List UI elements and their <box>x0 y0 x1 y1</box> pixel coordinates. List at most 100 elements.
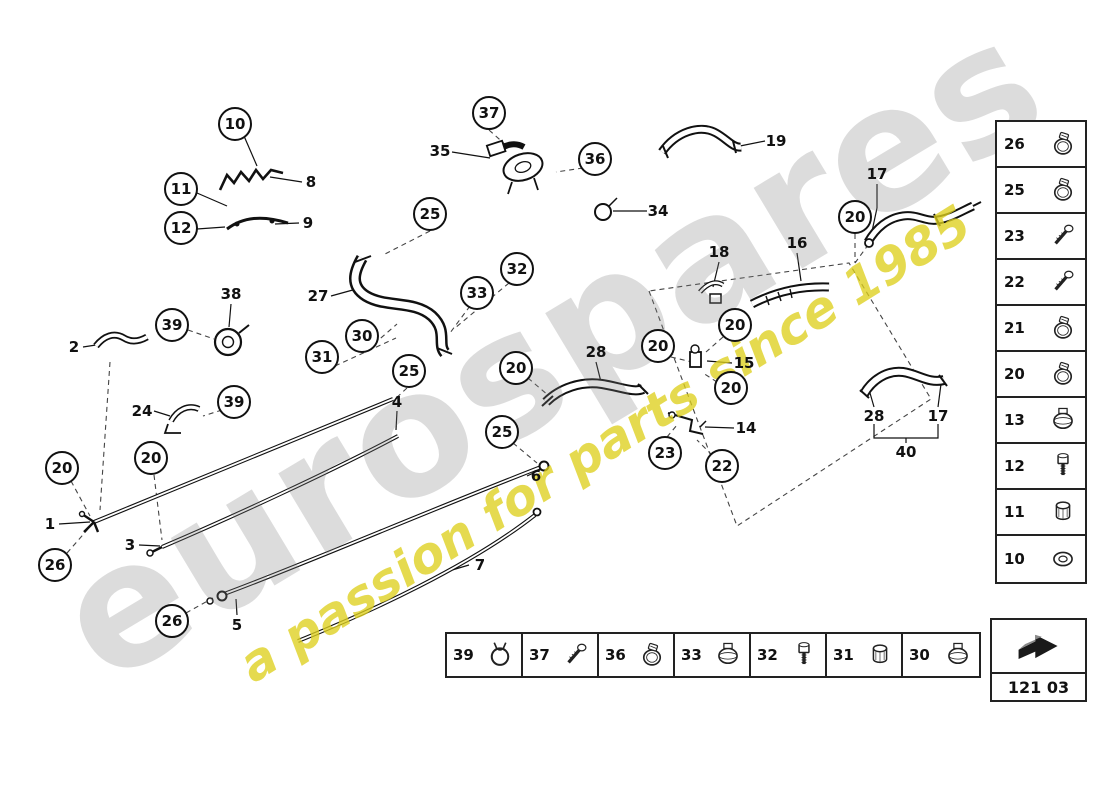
part-callout-25[interactable]: 25 <box>485 415 519 449</box>
part-label-16[interactable]: 16 <box>786 234 808 252</box>
sidebar-part-row-20[interactable]: 20 <box>997 352 1085 398</box>
part-label-38[interactable]: 38 <box>220 285 242 303</box>
sidebar-part-row-13[interactable]: 13 <box>997 398 1085 444</box>
part-number-label: 13 <box>1004 411 1025 429</box>
part-callout-37[interactable]: 37 <box>472 96 506 130</box>
part-callout-30[interactable]: 30 <box>345 319 379 353</box>
sidebar-part-row-23[interactable]: 23 <box>997 214 1085 260</box>
sidebar-part-row-25[interactable]: 25 <box>997 168 1085 214</box>
part-callout-33[interactable]: 33 <box>460 276 494 310</box>
part-label-19[interactable]: 19 <box>765 132 787 150</box>
bracket-8 <box>218 167 284 191</box>
part-callout-32[interactable]: 32 <box>500 252 534 286</box>
part-callout-12[interactable]: 12 <box>164 211 198 245</box>
part-label-5[interactable]: 5 <box>231 616 243 634</box>
pipe-7 <box>297 507 542 643</box>
part-callout-20[interactable]: 20 <box>499 351 533 385</box>
part-callout-31[interactable]: 31 <box>305 340 339 374</box>
hose-16 <box>749 282 830 309</box>
part-callout-26[interactable]: 26 <box>38 548 72 582</box>
spring-clamp-icon <box>485 639 515 671</box>
sidebar-part-row-21[interactable]: 21 <box>997 306 1085 352</box>
legend-part-cell-32[interactable]: 32 <box>751 634 827 676</box>
part-label-27[interactable]: 27 <box>307 287 329 305</box>
part-number-label: 31 <box>833 646 854 664</box>
part-label-17[interactable]: 17 <box>866 165 888 183</box>
part-label-4[interactable]: 4 <box>391 393 403 411</box>
part-label-17[interactable]: 17 <box>927 407 949 425</box>
part-label-1[interactable]: 1 <box>44 515 56 533</box>
part-label-14[interactable]: 14 <box>735 419 757 437</box>
part-callout-20[interactable]: 20 <box>641 329 675 363</box>
part-number-label: 26 <box>1004 135 1025 153</box>
screw-icon <box>1048 220 1078 252</box>
part-callout-11[interactable]: 11 <box>164 172 198 206</box>
part-callout-20[interactable]: 20 <box>45 451 79 485</box>
hose-17-top <box>864 201 982 248</box>
part-label-8[interactable]: 8 <box>305 173 317 191</box>
bolt-icon <box>1048 450 1078 482</box>
valve-15 <box>689 344 702 368</box>
part-label-3[interactable]: 3 <box>124 536 136 554</box>
sidebar-part-row-10[interactable]: 10 <box>997 536 1085 582</box>
hose-28-mid <box>541 378 649 407</box>
part-callout-39[interactable]: 39 <box>155 308 189 342</box>
part-number-label: 23 <box>1004 227 1025 245</box>
part-callout-20[interactable]: 20 <box>714 371 748 405</box>
hose-clamp-icon <box>1048 174 1078 206</box>
sidebar-part-row-26[interactable]: 26 <box>997 122 1085 168</box>
part-callout-20[interactable]: 20 <box>718 308 752 342</box>
part-label-18[interactable]: 18 <box>708 243 730 261</box>
legend-part-cell-36[interactable]: 36 <box>599 634 675 676</box>
bracket-14 <box>667 411 707 435</box>
part-label-6[interactable]: 6 <box>530 467 542 485</box>
thermostat-38 <box>213 324 250 357</box>
part-label-35[interactable]: 35 <box>429 142 451 160</box>
legend-part-cell-39[interactable]: 39 <box>447 634 523 676</box>
part-number-label: 11 <box>1004 503 1025 521</box>
part-callout-39[interactable]: 39 <box>217 385 251 419</box>
part-callout-23[interactable]: 23 <box>648 436 682 470</box>
washer-icon <box>1048 543 1078 575</box>
part-callout-25[interactable]: 25 <box>413 197 447 231</box>
pipe-5 <box>206 460 550 605</box>
legend-part-cell-37[interactable]: 37 <box>523 634 599 676</box>
part-label-28[interactable]: 28 <box>863 407 885 425</box>
band-clamp-icon <box>713 639 743 671</box>
legend-part-cell-31[interactable]: 31 <box>827 634 903 676</box>
part-label-2[interactable]: 2 <box>68 338 80 356</box>
part-label-40[interactable]: 40 <box>895 443 917 461</box>
part-callout-20[interactable]: 20 <box>134 441 168 475</box>
part-callout-20[interactable]: 20 <box>838 200 872 234</box>
part-number-label: 33 <box>681 646 702 664</box>
direction-arrow-icon <box>992 620 1085 674</box>
part-number-label: 25 <box>1004 181 1025 199</box>
part-callout-10[interactable]: 10 <box>218 107 252 141</box>
part-number-label: 32 <box>757 646 778 664</box>
sidebar-part-row-11[interactable]: 11 <box>997 490 1085 536</box>
part-callout-36[interactable]: 36 <box>578 142 612 176</box>
part-number-label: 30 <box>909 646 930 664</box>
band-clamp-icon <box>1048 404 1078 436</box>
hose-clamp-icon <box>1048 358 1078 390</box>
hose-clamp-icon <box>1048 312 1078 344</box>
legend-part-cell-33[interactable]: 33 <box>675 634 751 676</box>
part-label-28[interactable]: 28 <box>585 343 607 361</box>
part-callout-25[interactable]: 25 <box>392 354 426 388</box>
part-label-7[interactable]: 7 <box>474 556 486 574</box>
part-callout-22[interactable]: 22 <box>705 449 739 483</box>
part-label-9[interactable]: 9 <box>302 214 314 232</box>
part-label-24[interactable]: 24 <box>131 402 153 420</box>
part-callout-26[interactable]: 26 <box>155 604 189 638</box>
part-label-34[interactable]: 34 <box>647 202 669 220</box>
hose-clamp-icon <box>637 639 667 671</box>
part-label-15[interactable]: 15 <box>733 354 755 372</box>
sidebar-part-row-22[interactable]: 22 <box>997 260 1085 306</box>
sidebar-part-row-12[interactable]: 12 <box>997 444 1085 490</box>
hose-40-right <box>859 366 948 399</box>
plug-icon <box>1048 496 1078 528</box>
legend-part-cell-30[interactable]: 30 <box>903 634 979 676</box>
